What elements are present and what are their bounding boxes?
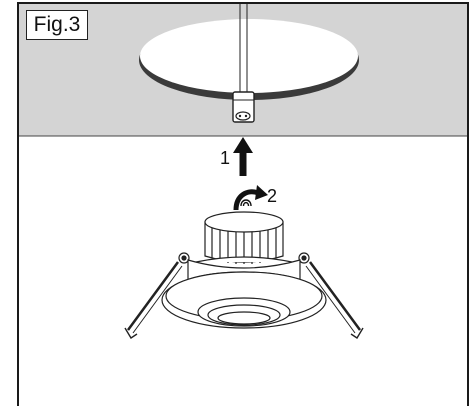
step-number-1: 1 (220, 148, 231, 168)
bezel-trim (161, 271, 327, 329)
downlight-fixture (124, 211, 364, 339)
ceiling-hole (139, 19, 359, 100)
push-up-arrow-icon (233, 137, 253, 176)
rotate-arrow-icon (233, 185, 268, 211)
figure-label: Fig.3 (26, 10, 88, 40)
supply-cable (239, 4, 248, 92)
spring-clip-left (124, 252, 190, 339)
connector-plug-icon (232, 91, 255, 123)
spring-clip-right (298, 252, 364, 339)
lock-symbol-icon (240, 199, 252, 207)
heat-sink (204, 211, 284, 264)
step-number-2: 2 (267, 186, 278, 206)
